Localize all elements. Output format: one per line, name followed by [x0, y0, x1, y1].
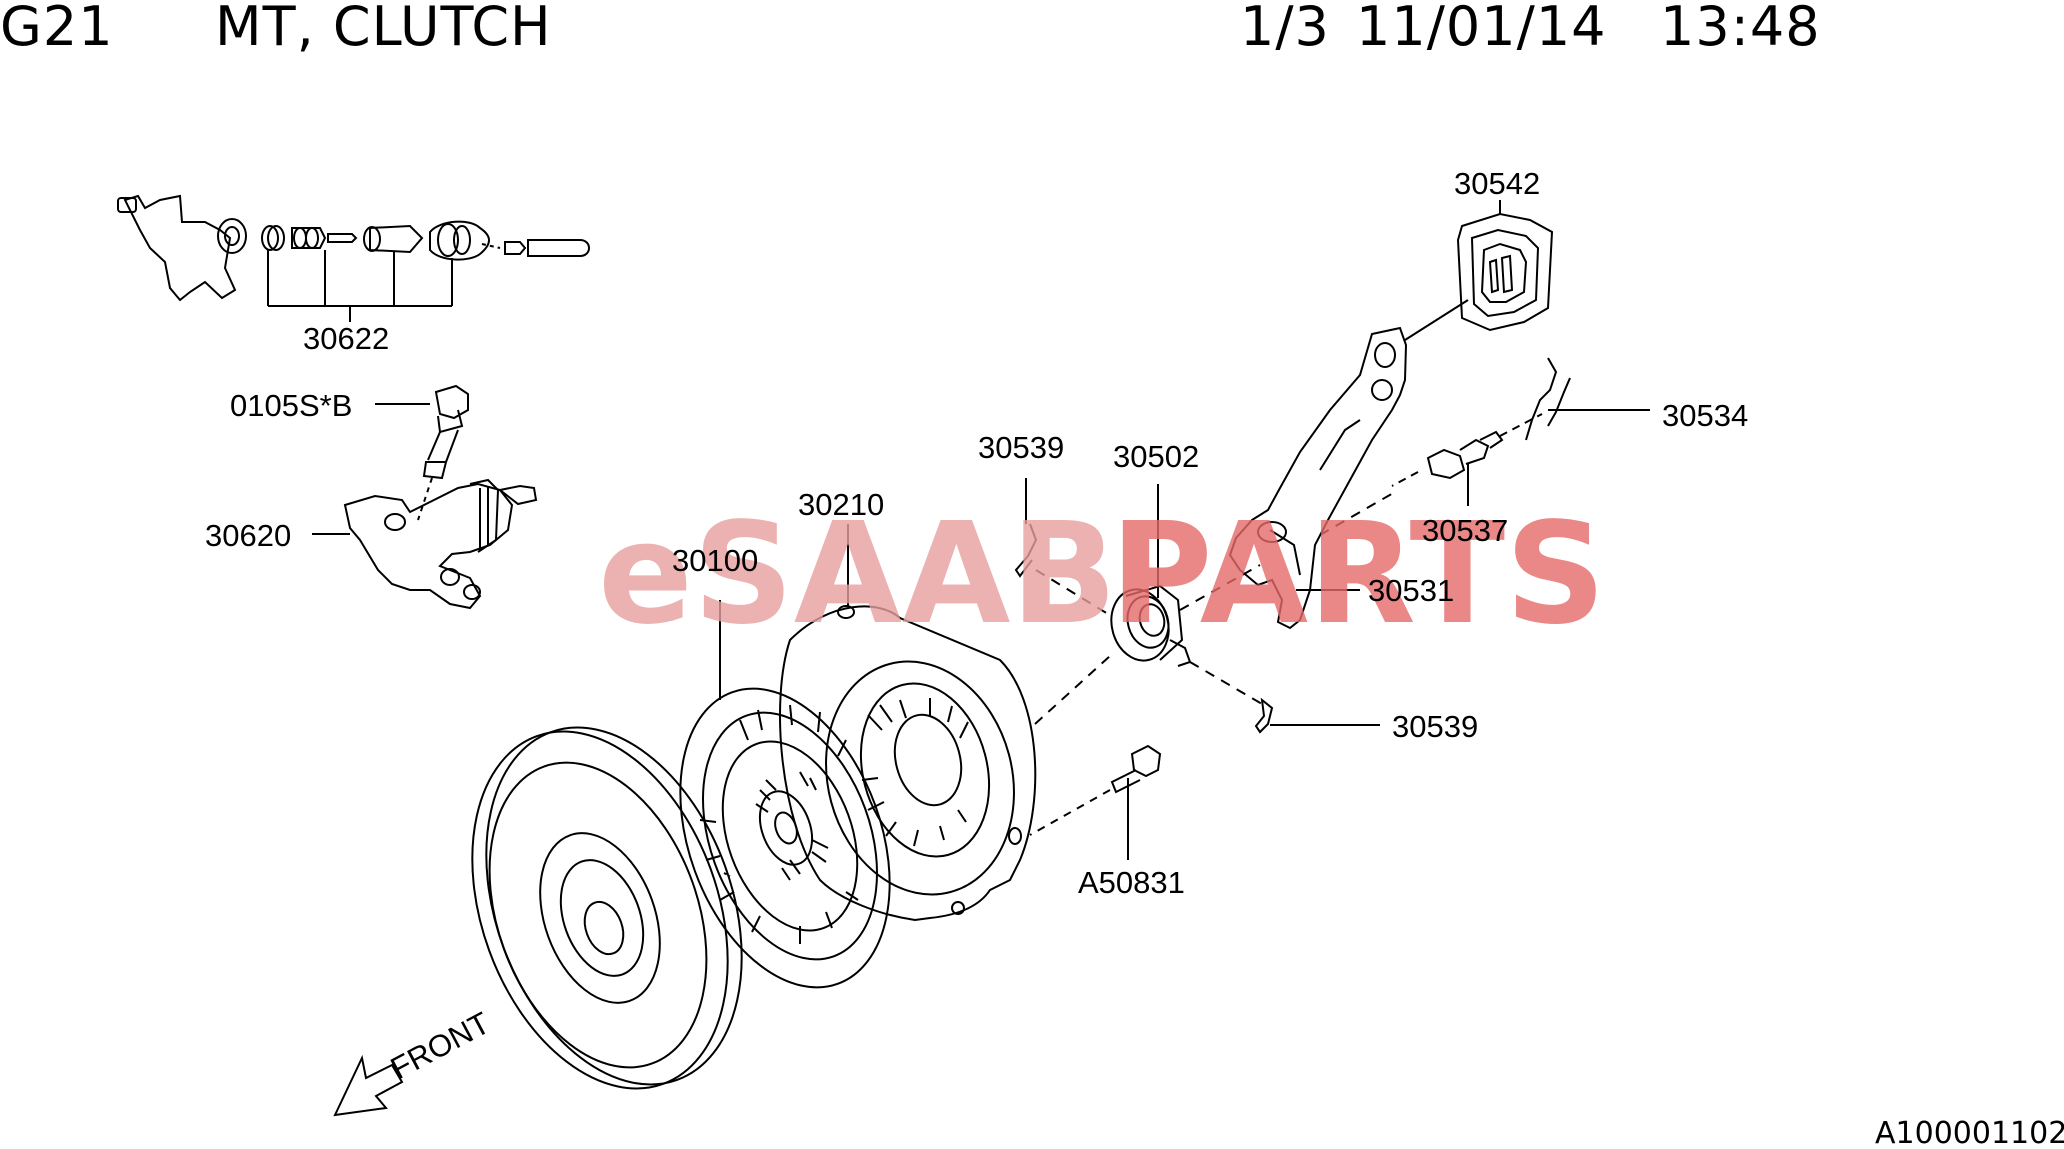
callout-0105sb: 0105S*B — [230, 388, 352, 423]
watermark: eSAAB PARTS — [598, 493, 1606, 656]
date-stamp: 11/01/14 — [1356, 0, 1607, 58]
callout-30537: 30537 — [1422, 513, 1508, 548]
pressure-plate-30210-drawing — [779, 524, 1111, 922]
callout-30531: 30531 — [1368, 573, 1454, 608]
repair-kit-30622-drawing — [117, 194, 590, 322]
boot-30542-drawing — [1404, 200, 1554, 341]
bolt-0105sb-drawing — [375, 384, 469, 521]
callout-30539-lower: 30539 — [1392, 709, 1478, 744]
callout-30620: 30620 — [205, 518, 291, 553]
time-stamp: 13:48 — [1660, 0, 1821, 58]
callout-30622: 30622 — [303, 321, 389, 356]
release-bearing-30502-drawing — [1110, 484, 1261, 667]
watermark-esaab: eSAAB — [598, 493, 1117, 656]
pivot-30537-drawing — [1391, 413, 1543, 506]
watermark-parts: PARTS — [1110, 493, 1606, 656]
group-code: G21 — [0, 0, 114, 58]
bolt-a50831-drawing — [1029, 744, 1162, 860]
release-fork-30531-drawing — [1228, 326, 1408, 630]
callout-30534: 30534 — [1662, 398, 1748, 433]
wire-30534-drawing — [1525, 357, 1650, 441]
callout-a50831: A50831 — [1078, 865, 1185, 900]
diagram-title: MT, CLUTCH — [215, 0, 552, 58]
figure-id: A100001102 — [1875, 1116, 2064, 1149]
slave-cylinder-30620-drawing — [312, 478, 538, 610]
clutch-disc-drawing — [679, 600, 891, 989]
callout-30539-upper: 30539 — [978, 430, 1064, 465]
flywheel-30100-drawing — [471, 726, 743, 1090]
clip-30539-upper-drawing — [1014, 478, 1109, 615]
front-label: FRONT — [385, 1005, 496, 1086]
clip-30539-lower-drawing — [1189, 661, 1380, 734]
front-direction-arrow — [333, 1054, 404, 1117]
callout-30502: 30502 — [1113, 439, 1199, 474]
callout-30210: 30210 — [798, 487, 884, 522]
callout-30542: 30542 — [1454, 166, 1540, 201]
page-indicator: 1/3 — [1240, 0, 1330, 58]
callout-30100: 30100 — [672, 543, 758, 578]
